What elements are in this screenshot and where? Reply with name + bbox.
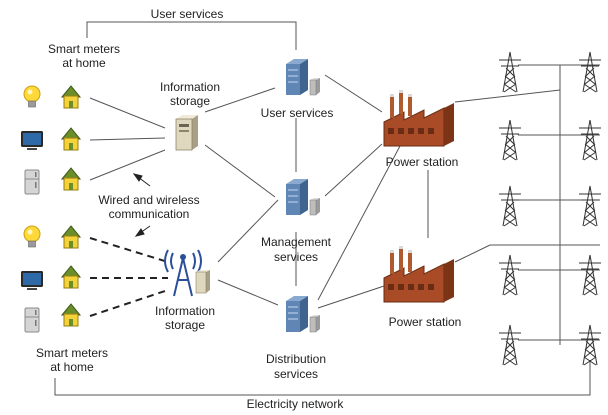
- power-station-icon: [383, 89, 455, 147]
- user-services-loop-line: [86, 21, 297, 50]
- wireless-links: [89, 237, 169, 317]
- refrigerator-icon: [24, 169, 40, 195]
- house-icon: [61, 225, 81, 249]
- wired-wireless-label-line2: communication: [108, 207, 190, 221]
- television-icon: [21, 131, 43, 150]
- power-station-icon: [383, 245, 455, 303]
- transmission-pylon-icon: [578, 324, 602, 366]
- management-services-label-line2: services: [273, 250, 318, 264]
- refrigerator-icon: [24, 307, 40, 333]
- house-icon: [61, 265, 81, 289]
- lightbulb-icon: [23, 85, 41, 108]
- transmission-pylon-icon: [578, 119, 602, 161]
- transmission-pylon-icon: [498, 324, 522, 366]
- information-storage-bottom-label-line1: Information: [154, 304, 216, 318]
- house-icon: [61, 85, 81, 109]
- wireless-tower-icon: [164, 249, 210, 297]
- information-storage-bottom-label-line2: storage: [164, 318, 206, 332]
- television-icon: [21, 271, 43, 290]
- user-services-loop-label: User services: [150, 7, 224, 21]
- transmission-pylon-icon: [498, 51, 522, 93]
- management-services-label-line1: Management: [260, 235, 332, 249]
- electricity-network-frame: [54, 360, 591, 396]
- distribution-services-label-line1: Distribution: [265, 352, 327, 366]
- smart-meters-top-label-line1: Smart meters: [47, 42, 120, 56]
- smart-meters-top-label-line2: at home: [62, 56, 106, 70]
- distribution-services-server-icon: [285, 295, 321, 333]
- transmission-pylon-icon: [578, 51, 602, 93]
- smart-meters-bottom-label-line2: at home: [50, 360, 94, 374]
- house-icon: [61, 127, 81, 151]
- power-station-bottom-label: Power station: [388, 315, 462, 329]
- electricity-network-label: Electricity network: [246, 397, 344, 411]
- transmission-pylon-icon: [498, 185, 522, 227]
- information-storage-top-label-line2: storage: [169, 94, 211, 108]
- house-icon: [61, 303, 81, 327]
- smart-meters-bottom-label-line1: Smart meters: [35, 346, 108, 360]
- distribution-services-label-line2: services: [273, 367, 318, 381]
- information-storage-top-label-line1: Information: [159, 80, 221, 94]
- communication-arrows: [132, 173, 151, 237]
- transmission-pylon-icon: [498, 119, 522, 161]
- information-storage-server-icon: [175, 114, 199, 151]
- power-station-top-label: Power station: [385, 155, 459, 169]
- user-services-label: User services: [260, 106, 334, 120]
- lightbulb-icon: [23, 225, 41, 248]
- transmission-pylon-icon: [578, 254, 602, 296]
- transmission-pylon-icon: [498, 254, 522, 296]
- transmission-pylon-icon: [578, 185, 602, 227]
- wired-wireless-label-line1: Wired and wireless: [98, 193, 200, 207]
- user-services-server-icon: [285, 58, 321, 96]
- management-services-server-icon: [285, 178, 321, 216]
- house-icon: [61, 167, 81, 191]
